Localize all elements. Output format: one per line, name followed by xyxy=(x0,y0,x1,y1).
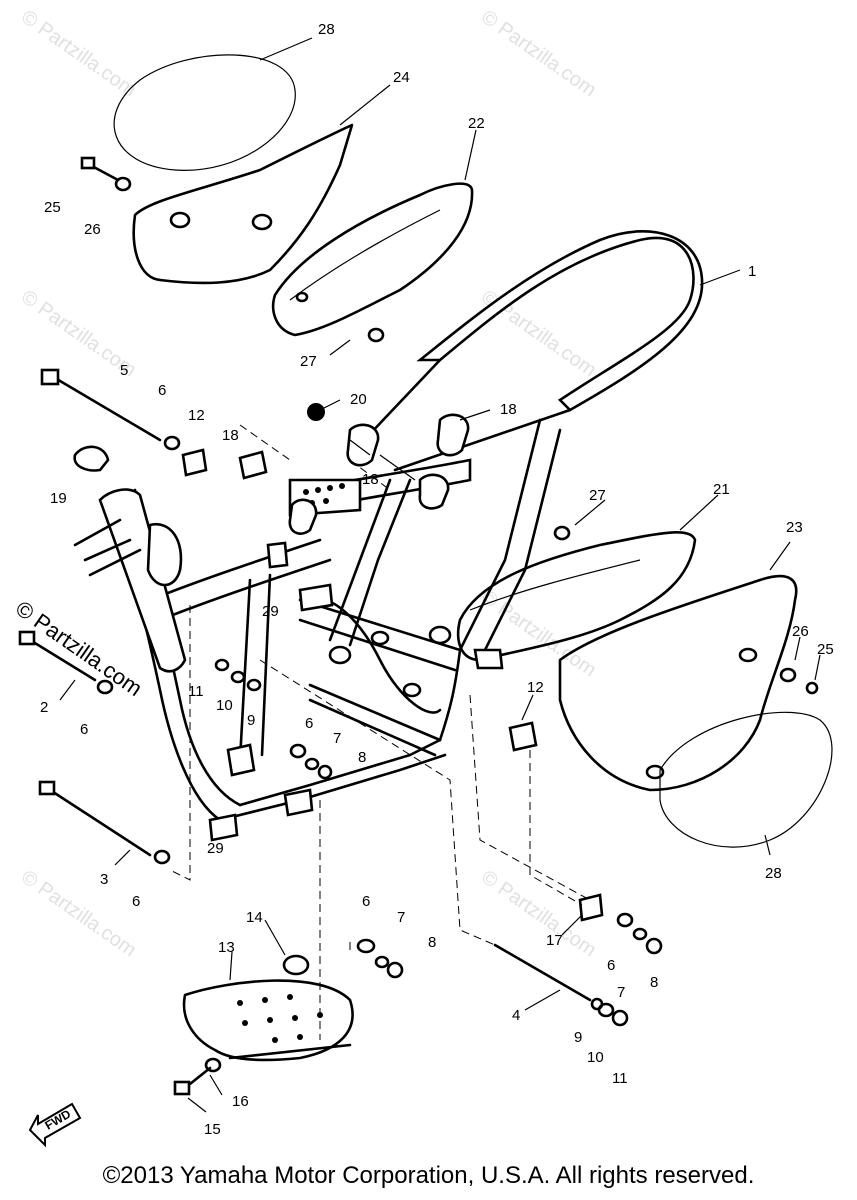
hardware xyxy=(18,156,819,1096)
callout: 12 xyxy=(188,407,205,424)
callout: 26 xyxy=(792,623,809,640)
callout: 25 xyxy=(44,199,61,216)
callout: 14 xyxy=(246,909,263,926)
callout: 13 xyxy=(218,939,235,956)
callout: 15 xyxy=(204,1121,221,1138)
callout: 4 xyxy=(512,1007,520,1024)
callout: 29 xyxy=(262,603,279,620)
bolt-head-25 xyxy=(80,156,96,170)
callout: 6 xyxy=(607,957,615,974)
callout: 8 xyxy=(358,749,366,766)
callout: 11 xyxy=(612,1070,628,1087)
callout: 26 xyxy=(84,221,101,238)
side-cover-left xyxy=(132,123,354,285)
callout: 21 xyxy=(713,481,730,498)
callout: 10 xyxy=(587,1049,604,1066)
callout: 7 xyxy=(617,984,625,1001)
air-box-side-panel xyxy=(456,531,697,670)
callout: 12 xyxy=(527,679,544,696)
bolt-head-15 xyxy=(173,1080,191,1096)
bolt-head-2 xyxy=(18,630,36,646)
callout: 10 xyxy=(216,697,233,714)
callout: 23 xyxy=(786,519,803,536)
callout: 28 xyxy=(765,865,782,882)
leader-lines xyxy=(59,37,821,1113)
skid-plate xyxy=(182,954,354,1062)
watermark: © Partzilla.com xyxy=(477,6,600,101)
callout: 25 xyxy=(817,641,834,658)
number-plate-decal-bottom xyxy=(659,711,833,848)
callout: 1 xyxy=(748,263,756,280)
copyright-notice: ©2013 Yamaha Motor Corporation, U.S.A. A… xyxy=(102,1162,755,1189)
callout: 5 xyxy=(120,362,128,379)
callout: 6 xyxy=(305,715,313,732)
callout: 20 xyxy=(350,391,367,408)
callout: 27 xyxy=(589,487,606,504)
callout: 27 xyxy=(300,353,317,370)
watermark: © Partzilla.com xyxy=(17,866,140,961)
callout: 19 xyxy=(50,490,67,507)
fwd-arrow-icon: FWD xyxy=(28,1102,82,1148)
callout: 18 xyxy=(500,401,517,418)
callout: 22 xyxy=(468,115,485,132)
callout: 18 xyxy=(222,427,239,444)
side-cover-right xyxy=(558,574,798,792)
callout: 6 xyxy=(80,721,88,738)
watermark-large: © Partzilla.com xyxy=(11,596,147,702)
reference-lines xyxy=(169,424,591,1040)
watermark: © Partzilla.com xyxy=(17,6,140,101)
callout: 9 xyxy=(247,712,255,729)
callout: 8 xyxy=(428,934,436,951)
bolt-head-3 xyxy=(38,780,56,796)
callout: 11 xyxy=(188,683,204,700)
callout: 7 xyxy=(397,909,405,926)
callout: 6 xyxy=(158,382,166,399)
number-plate-decal-top xyxy=(113,54,296,171)
main-frame xyxy=(73,230,704,842)
callout: 6 xyxy=(132,893,140,910)
bolt-head-5 xyxy=(40,368,60,386)
air-box-cover xyxy=(271,182,474,337)
callout: 6 xyxy=(362,893,370,910)
callout: 7 xyxy=(333,730,341,747)
callout: 9 xyxy=(574,1029,582,1046)
callout: 17 xyxy=(546,932,563,949)
callout: 16 xyxy=(232,1093,249,1110)
callout: 24 xyxy=(393,69,410,86)
callout: 8 xyxy=(650,974,658,991)
callout: 18 xyxy=(362,471,379,488)
callout: 28 xyxy=(318,21,335,38)
callout: 2 xyxy=(40,699,48,716)
callout: 29 xyxy=(207,840,224,857)
callouts: 28 24 22 25 26 1 27 5 6 20 12 18 18 18 1… xyxy=(40,21,834,1138)
callout: 3 xyxy=(100,871,108,888)
